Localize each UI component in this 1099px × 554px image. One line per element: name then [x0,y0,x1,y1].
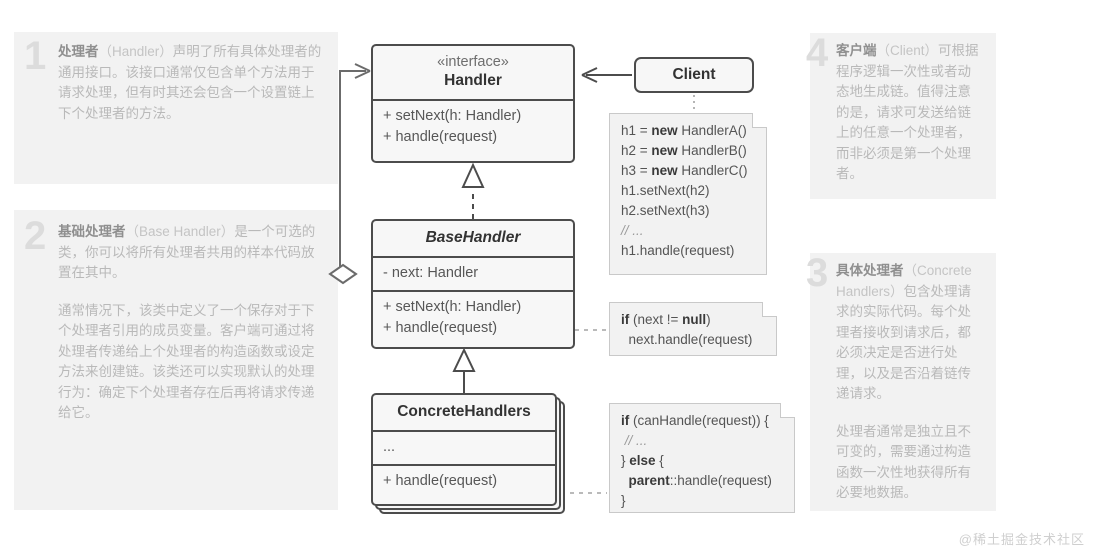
annotation-body-4: 客户端（Client）可根据程序逻辑一次性或者动态地生成链。值得注意的是，请求可… [836,41,982,185]
annotation-paragraph: 处理者（Handler）声明了所有具体处理者的通用接口。该接口通常仅包含单个方法… [58,42,322,124]
annotation-term: 具体处理者 [836,263,904,278]
base-handler-class-name: BaseHandler [425,229,521,246]
annotation-panel-client: 4 客户端（Client）可根据程序逻辑一次性或者动态地生成链。值得注意的是，请… [806,33,996,199]
annotation-panel-handler: 1 处理者（Handler）声明了所有具体处理者的通用接口。该接口通常仅包含单个… [14,32,338,184]
code-note-base-handler: if (next != null) next.handle(request) [609,302,777,356]
annotation-text: 包含处理请求的实际代码。每个处理者接收到请求后，都必须决定是否进行处理，以及是否… [836,283,972,402]
code-line: h1 = new HandlerA() [621,123,747,138]
uml-class-handler[interactable]: «interface» Handler + setNext(h: Handler… [371,44,575,163]
annotation-term: 处理者 [58,44,99,59]
concrete-handlers-fields-section: ... [373,430,555,464]
annotation-paragraph: 客户端（Client）可根据程序逻辑一次性或者动态地生成链。值得注意的是，请求可… [836,41,982,185]
annotation-term-en: （Handler） [98,44,173,59]
base-handler-method: + handle(request) [383,320,498,336]
concrete-handlers-title-section: ConcreteHandlers [373,395,555,430]
annotation-term-en: （Concrete Handlers） [836,263,972,299]
annotation-term-en: （Client） [876,43,939,58]
handler-method: + handle(request) [383,129,498,145]
code-line: // ... [621,433,648,448]
concrete-handlers-method: + handle(request) [383,473,498,489]
base-handler-method: + setNext(h: Handler) [383,299,522,315]
concrete-handlers-methods-section: + handle(request) [373,464,555,498]
annotation-panel-concrete-handlers: 3 具体处理者（Concrete Handlers）包含处理请求的实际代码。每个… [806,253,996,511]
annotation-text: 声明了所有具体处理者的通用接口。该接口通常仅包含单个方法用于请求处理，但有时其还… [58,44,322,121]
client-class-name: Client [672,66,716,83]
concrete-handlers-class-name: ConcreteHandlers [397,403,531,420]
uml-class-client[interactable]: Client [634,57,754,93]
code-line: h2.setNext(h3) [621,203,710,218]
annotation-term-en: （Base Handler） [125,224,235,239]
handler-method: + setNext(h: Handler) [383,108,522,124]
code-line: if (next != null) [621,312,711,327]
annotation-paragraph: 通常情况下，该类中定义了一个保存对于下个处理者引用的成员变量。客户端可通过将处理… [58,302,315,421]
annotation-number-3: 3 [806,251,829,295]
annotation-body-2: 基础处理者（Base Handler）是一个可选的类，你可以将所有处理者共用的样… [58,222,322,424]
annotation-number-2: 2 [24,214,47,258]
uml-class-base-handler[interactable]: BaseHandler - next: Handler + setNext(h:… [371,219,575,349]
note-fold-corner-icon [752,113,767,128]
handler-methods-section: + setNext(h: Handler) + handle(request) [373,99,573,154]
code-note-client-lines: h1 = new HandlerA() h2 = new HandlerB() h3… [621,121,756,261]
base-handler-title-section: BaseHandler [373,221,573,256]
code-note-base-handler-lines: if (next != null) next.handle(request) [621,310,766,350]
base-handler-fields-section: - next: Handler [373,256,573,290]
code-note-client: h1 = new HandlerA() h2 = new HandlerB() h3… [609,113,767,275]
annotation-term: 客户端 [836,43,877,58]
watermark: @稀土掘金技术社区 [958,532,1085,547]
annotation-number-4: 4 [806,31,829,75]
code-line: h1.handle(request) [621,243,735,258]
annotation-text: 可根据程序逻辑一次性或者动态地生成链。值得注意的是，请求可发送给链上的任意一个处… [836,43,979,181]
handler-class-name: Handler [444,72,502,89]
uml-class-concrete-handlers[interactable]: ConcreteHandlers ... + handle(request) [371,393,557,506]
code-line: } [621,493,626,508]
code-note-concrete-handlers-lines: if (canHandle(request)) { // ... } else {… [621,411,784,511]
base-handler-field: - next: Handler [383,265,479,281]
code-line: h1.setNext(h2) [621,183,710,198]
annotation-body-1: 处理者（Handler）声明了所有具体处理者的通用接口。该接口通常仅包含单个方法… [58,42,322,124]
code-line: } else { [621,453,664,468]
handler-title-section: «interface» Handler [373,46,573,99]
annotation-paragraph: 具体处理者（Concrete Handlers）包含处理请求的实际代码。每个处理… [836,261,982,405]
code-line: h2 = new HandlerB() [621,143,747,158]
annotation-term: 基础处理者 [58,224,126,239]
code-line: parent::handle(request) [628,473,772,488]
annotation-text: 是一个可选的类，你可以将所有处理者共用的样本代码放置在其中。 [58,224,316,280]
handler-stereotype: «interface» [437,54,509,70]
annotation-body-3: 具体处理者（Concrete Handlers）包含处理请求的实际代码。每个处理… [836,261,982,504]
code-line: // ... [621,223,644,238]
code-line: if (canHandle(request)) { [621,413,769,428]
note-fold-corner-icon [780,403,795,418]
code-line: next.handle(request) [621,332,753,347]
annotation-panel-base-handler: 2 基础处理者（Base Handler）是一个可选的类，你可以将所有处理者共用… [14,210,338,510]
base-handler-methods-section: + setNext(h: Handler) + handle(request) [373,290,573,345]
code-line: h3 = new HandlerC() [621,163,748,178]
concrete-handlers-field: ... [383,439,396,455]
annotation-paragraph: 基础处理者（Base Handler）是一个可选的类，你可以将所有处理者共用的样… [58,222,322,284]
annotation-number-1: 1 [24,34,47,78]
code-note-concrete-handlers: if (canHandle(request)) { // ... } else {… [609,403,795,513]
note-fold-corner-icon [762,302,777,317]
annotation-paragraph: 处理者通常是独立且不可变的，需要通过构造函数一次性地获得所有必要地数据。 [836,423,971,501]
